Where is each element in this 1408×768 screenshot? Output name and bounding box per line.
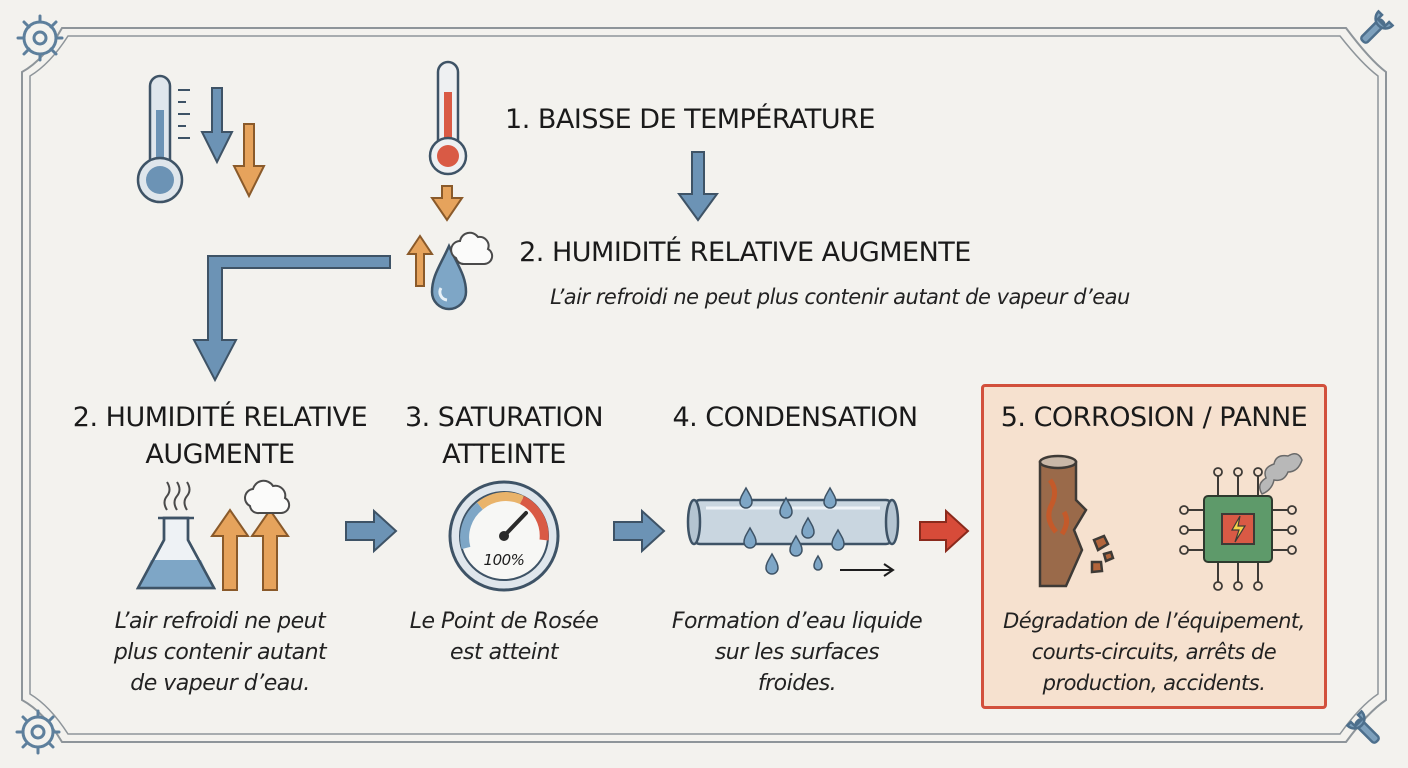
step1-title: 1. BAISSE DE TEMPÉRATURE	[505, 104, 875, 135]
step2-desc-line3: de vapeur d’eau.	[130, 671, 310, 696]
step2-desc-top: L’air refroidi ne peut plus contenir aut…	[550, 285, 1130, 309]
steam-icon	[163, 481, 191, 511]
smoke-icon	[1259, 453, 1303, 495]
wrench-icon	[1360, 9, 1395, 44]
cloud-icon	[244, 479, 291, 515]
step3-title-line1: 3. SATURATION	[404, 402, 604, 433]
water-drop-icon	[739, 486, 845, 575]
beaker-icon	[135, 516, 217, 590]
water-drop-icon	[430, 242, 468, 311]
step2-desc-line1: L’air refroidi ne peut	[114, 609, 326, 634]
step5-desc-line1: Dégradation de l’équipement,	[1003, 609, 1305, 633]
cloud-icon	[450, 231, 494, 266]
arrow-down-icon	[200, 87, 234, 165]
step5-desc-line3: production, accidents.	[1042, 671, 1266, 695]
step2-title-top: 2. HUMIDITÉ RELATIVE AUGMENTE	[519, 237, 971, 268]
step3-desc-line1: Le Point de Rosée	[409, 609, 599, 634]
arrow-up-icon	[210, 508, 250, 591]
arrow-up-icon	[406, 234, 434, 287]
arrow-right-icon	[613, 508, 666, 554]
step4-desc-line3: froides.	[757, 671, 837, 696]
corroded-pipe-icon	[1038, 454, 1115, 588]
arrow-down-icon	[232, 123, 266, 199]
thermometer-icon	[428, 60, 468, 176]
wrench-icon	[1345, 709, 1380, 744]
step3-desc-line2: est atteint	[449, 640, 559, 665]
gauge-label: 100%	[483, 551, 525, 569]
flow-arrow-icon	[840, 563, 895, 577]
arrow-up-icon	[250, 508, 290, 591]
step4-title: 4. CONDENSATION	[672, 402, 918, 433]
step2-title-line1: 2. HUMIDITÉ RELATIVE	[72, 402, 368, 433]
step4-desc-line2: sur les surfaces	[714, 640, 880, 665]
gear-icon	[15, 709, 61, 755]
step5-desc-line2: courts-circuits, arrêts de	[1031, 640, 1277, 664]
thermometer-icon	[136, 74, 190, 204]
gauge-icon	[448, 480, 560, 592]
step2-desc-line2: plus contenir autant	[113, 640, 327, 665]
gear-icon	[16, 14, 64, 62]
arrow-right-icon	[919, 508, 970, 554]
step4-desc-line1: Formation d’eau liquide	[671, 609, 923, 634]
arrow-down-icon	[430, 185, 464, 222]
step3-title-line2: ATTEINTE	[442, 439, 566, 470]
circuit-chip-icon	[1179, 467, 1297, 591]
decorative-frame	[21, 27, 1387, 743]
step5-title: 5. CORROSION / PANNE	[1000, 402, 1308, 433]
arrow-down-icon	[677, 151, 719, 222]
step2-title-line2: AUGMENTE	[145, 439, 295, 470]
arrow-right-icon	[345, 508, 398, 554]
elbow-arrow-icon	[192, 255, 391, 383]
